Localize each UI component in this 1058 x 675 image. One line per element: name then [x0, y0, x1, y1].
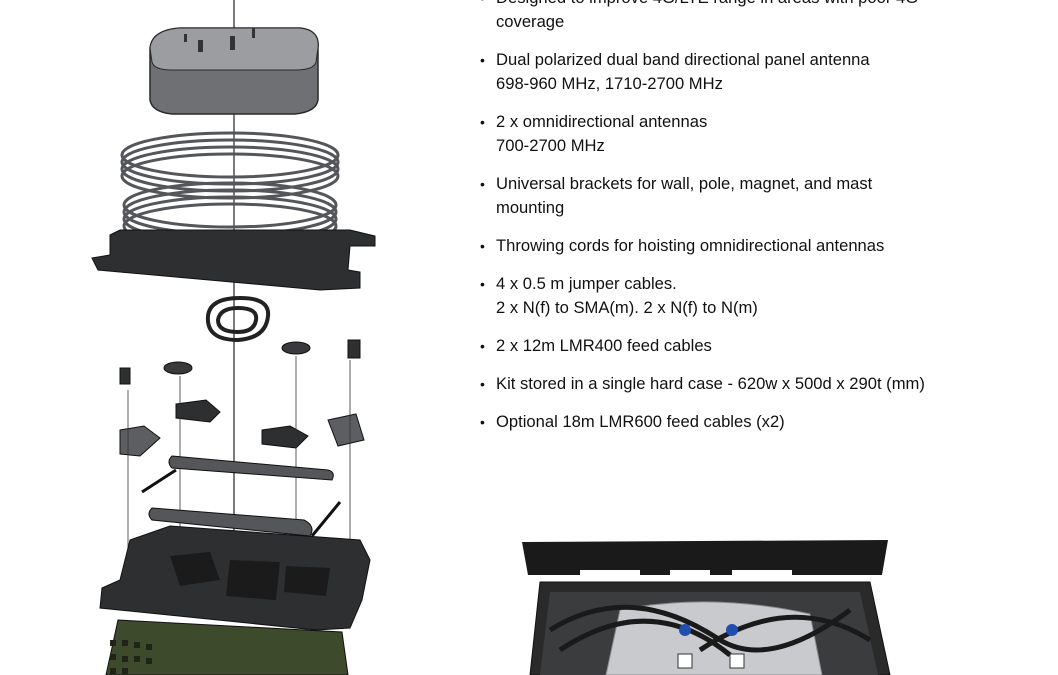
- feature-text: 698-960 MHz, 1710-2700 MHz: [496, 74, 723, 93]
- bullet-icon: •: [480, 0, 485, 10]
- magnet-mount-left: [163, 361, 193, 375]
- foam-tray-top: [91, 229, 376, 291]
- bullet-icon: •: [480, 414, 485, 430]
- feature-text: Designed to improve 4G/LTE range in area…: [496, 0, 1038, 10]
- feature-text: Throwing cords for hoisting omnidirectio…: [496, 236, 885, 255]
- foam-tray-bottom: [99, 525, 371, 631]
- connector-icon: [726, 624, 738, 636]
- feature-text: coverage: [496, 12, 565, 31]
- feature-text: mounting: [496, 198, 565, 217]
- feature-item: • 2 x 12m LMR400 feed cables: [478, 334, 1038, 358]
- feature-item: • Designed to improve 4G/LTE range in ar…: [478, 0, 1038, 34]
- bullet-icon: •: [480, 176, 485, 192]
- bullet-icon: •: [480, 238, 485, 254]
- bullet-icon: •: [480, 338, 485, 354]
- feature-text: 4 x 0.5 m jumper cables.: [496, 274, 677, 293]
- bullet-icon: •: [480, 52, 485, 68]
- mounting-brackets: [119, 339, 365, 457]
- panel-antenna-box: [149, 27, 319, 115]
- feature-text: Optional 18m LMR600 feed cables (x2): [496, 412, 785, 431]
- feature-text: 2 x 12m LMR400 feed cables: [496, 336, 712, 355]
- feature-text: Universal brackets for wall, pole, magne…: [496, 174, 873, 193]
- feature-item: • Optional 18m LMR600 feed cables (x2): [478, 410, 1038, 434]
- bullet-icon: •: [480, 276, 485, 292]
- bullet-icon: •: [480, 376, 485, 392]
- open-case-photo: [522, 540, 891, 675]
- hard-case-base: [105, 619, 349, 675]
- connector-icon: [679, 624, 691, 636]
- feature-text: 2 x N(f) to SMA(m). 2 x N(f) to N(m): [496, 298, 758, 317]
- carry-handle: [205, 295, 271, 343]
- bullet-icon: •: [480, 114, 485, 130]
- feature-text: Kit stored in a single hard case - 620w …: [496, 374, 925, 393]
- feature-item: • 2 x omnidirectional antennas 700-2700 …: [478, 110, 1038, 158]
- omnidirectional-antennas: [141, 455, 342, 537]
- feature-item: • Kit stored in a single hard case - 620…: [478, 372, 1038, 396]
- feature-item: • Dual polarized dual band directional p…: [478, 48, 1038, 96]
- feature-item: • Throwing cords for hoisting omnidirect…: [478, 234, 1038, 258]
- feature-item: • Universal brackets for wall, pole, mag…: [478, 172, 1038, 220]
- feature-text: 700-2700 MHz: [496, 136, 605, 155]
- feature-text: 2 x omnidirectional antennas: [496, 112, 708, 131]
- feature-item: • 4 x 0.5 m jumper cables. 2 x N(f) to S…: [478, 272, 1038, 320]
- magnet-mount-right: [281, 341, 311, 355]
- exploded-kit-illustration: [91, 0, 376, 675]
- feature-list: • Designed to improve 4G/LTE range in ar…: [478, 0, 1038, 448]
- feature-text: Dual polarized dual band directional pan…: [496, 50, 870, 69]
